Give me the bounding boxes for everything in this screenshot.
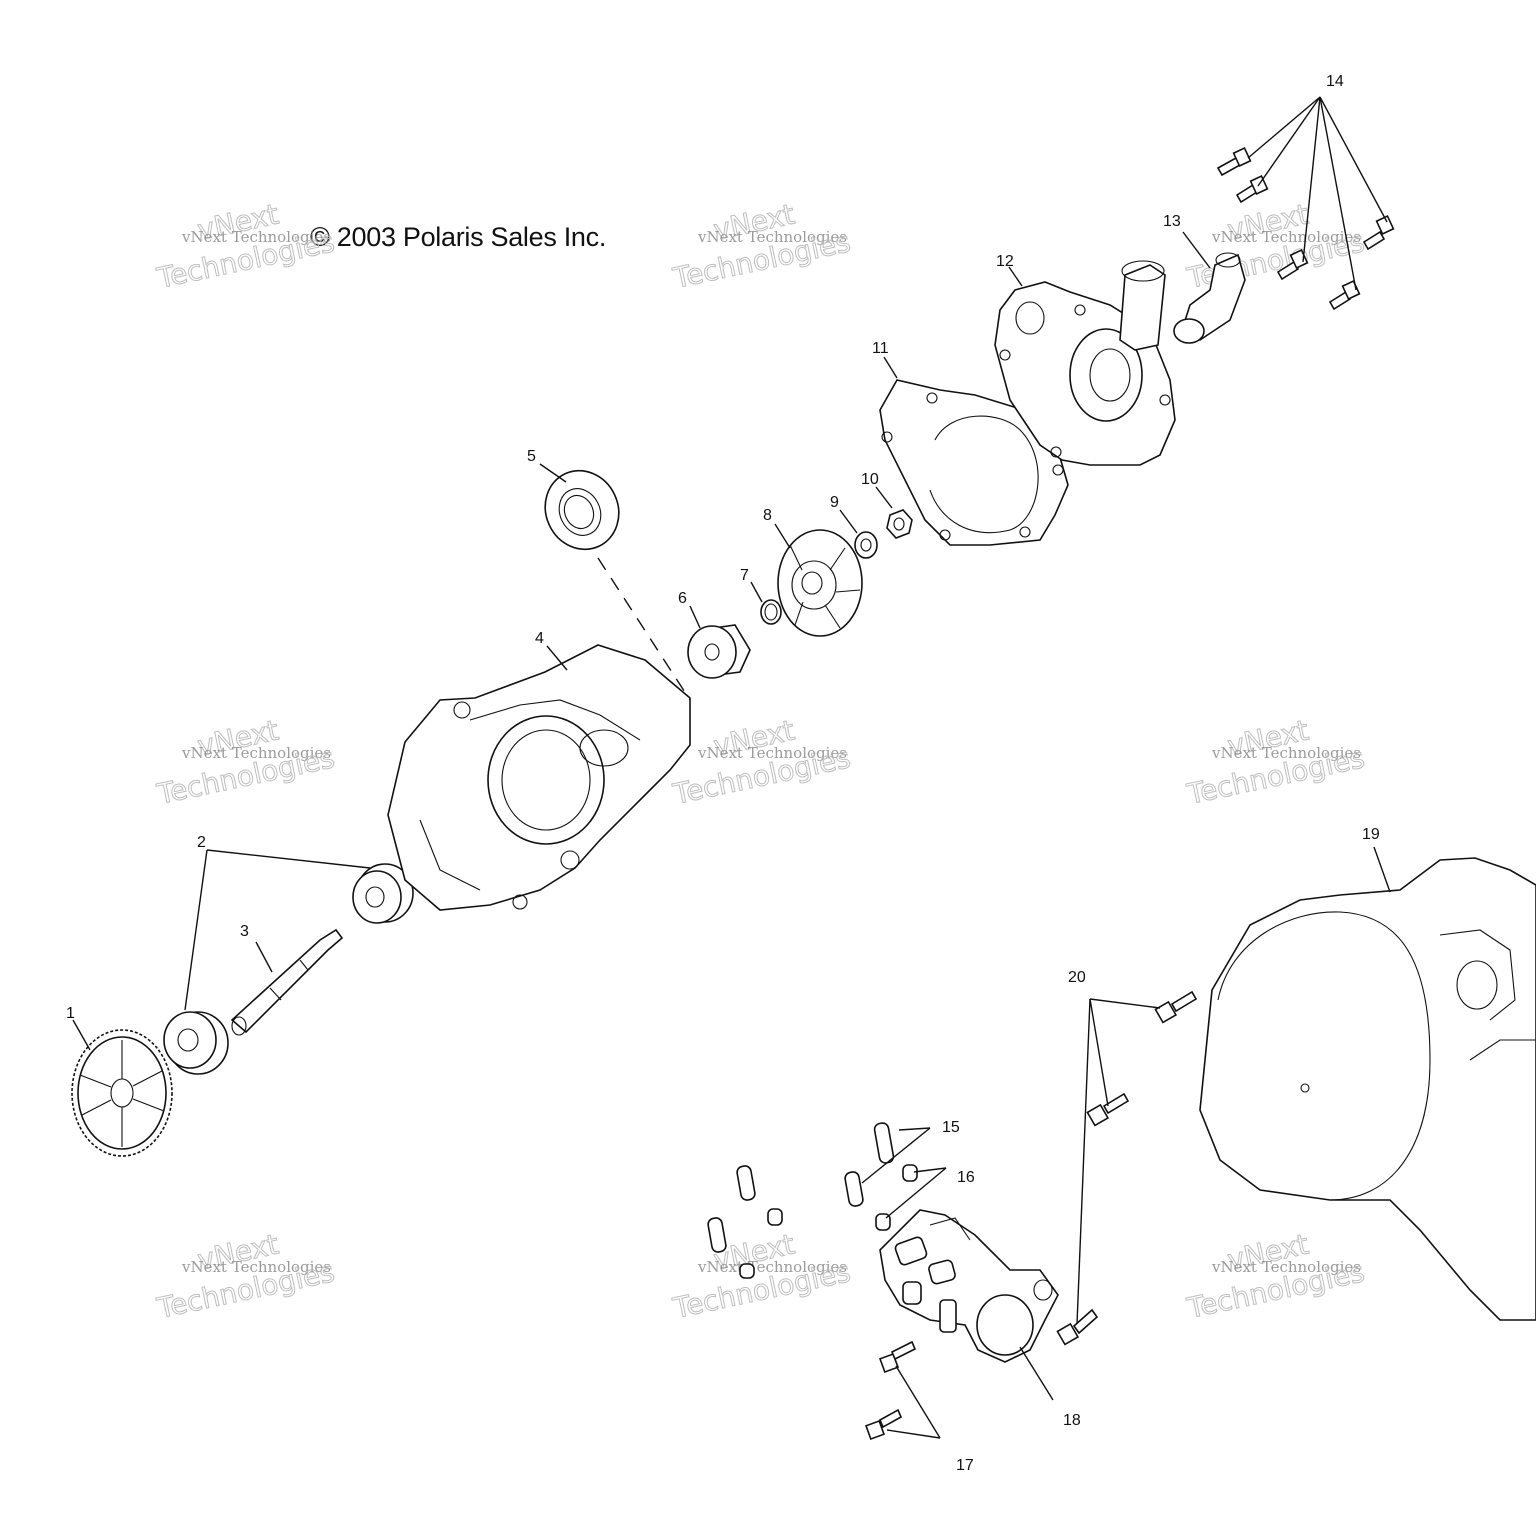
watermark-group: vNext vNext Technologies Technologies vN… [153,197,1368,1325]
watermark: vNext vNext Technologies Technologies [669,1227,854,1325]
bolt [1362,215,1395,251]
watermark-text: vNext Technologies [1211,1258,1361,1276]
copyright-notice: © 2003 Polaris Sales Inc. [310,222,607,252]
part-13-fitting [1173,252,1246,344]
callout-1: 1 [66,1005,75,1022]
watermark: vNext vNext Technologies Technologies [1183,713,1368,811]
part-9-washer [854,531,878,559]
callout-5: 5 [527,448,536,465]
callout-16: 16 [957,1169,975,1186]
watermark-text: vNext Technologies [1211,228,1361,246]
watermark-text: vNext Technologies [181,228,331,246]
callout-9: 9 [830,494,839,511]
part-8-impeller [777,529,863,637]
watermark-text: vNext Technologies [1211,744,1361,762]
part-18-oil-pump [879,1209,1059,1363]
part-17-bolts [865,1340,917,1440]
part-16-sleeves [739,1164,918,1279]
part-5-alignment-line [597,557,691,701]
part-6-spacer [687,624,751,679]
bolt [879,1340,917,1373]
part-19-cover [1199,857,1536,1321]
callout-17: 17 [956,1457,974,1474]
part-20-bolts [1056,990,1198,1346]
part-4-cover [387,644,691,911]
callout-13: 13 [1163,213,1181,230]
callout-14: 14 [1326,73,1344,90]
callout-18: 18 [1063,1412,1081,1429]
callout-4: 4 [535,630,544,647]
watermark-text: vNext Technologies [181,1258,331,1276]
callout-10: 10 [861,471,879,488]
bolt [1056,1308,1099,1346]
watermark: vNext vNext Technologies Technologies [1183,1227,1368,1325]
part-10-nut [886,509,913,539]
bolt [1086,1092,1130,1127]
watermark: vNext vNext Technologies Technologies [669,197,854,295]
bolt [865,1408,903,1440]
watermark: vNext vNext Technologies Technologies [153,197,338,295]
part-5-seal [544,469,620,551]
part-11-gasket [879,379,1069,546]
bolt [1154,990,1198,1024]
part-1-gear [71,1029,173,1157]
callout-12: 12 [996,253,1014,270]
part-2-bearing-lower [163,1011,229,1075]
part-2-bearing-upper [352,863,414,924]
watermark-text: vNext Technologies [181,744,331,762]
watermark: vNext vNext Technologies Technologies [153,713,338,811]
callout-labels: 1 2 3 4 5 6 7 8 9 10 11 12 13 14 15 16 1… [66,73,1380,1474]
callout-19: 19 [1362,826,1380,843]
callout-15: 15 [942,1119,960,1136]
callout-7: 7 [740,567,749,584]
callout-20: 20 [1068,969,1086,986]
bolt [1216,147,1252,177]
callout-8: 8 [763,507,772,524]
watermark: vNext vNext Technologies Technologies [153,1227,338,1325]
callout-2: 2 [197,834,206,851]
callout-11: 11 [872,340,889,357]
leader-lines [72,96,1391,1439]
part-14-bolts [1216,147,1395,311]
callout-3: 3 [240,923,249,940]
watermark-text: vNext Technologies [697,228,847,246]
watermark: vNext vNext Technologies Technologies [669,713,854,811]
part-15-dowels [707,1122,895,1253]
part-12-pump-housing [994,260,1176,466]
part-3-shaft [230,928,344,1036]
watermark-text: vNext Technologies [697,744,847,762]
part-7-ring [760,599,782,625]
callout-6: 6 [678,590,687,607]
watermark-text: vNext Technologies [697,1258,847,1276]
